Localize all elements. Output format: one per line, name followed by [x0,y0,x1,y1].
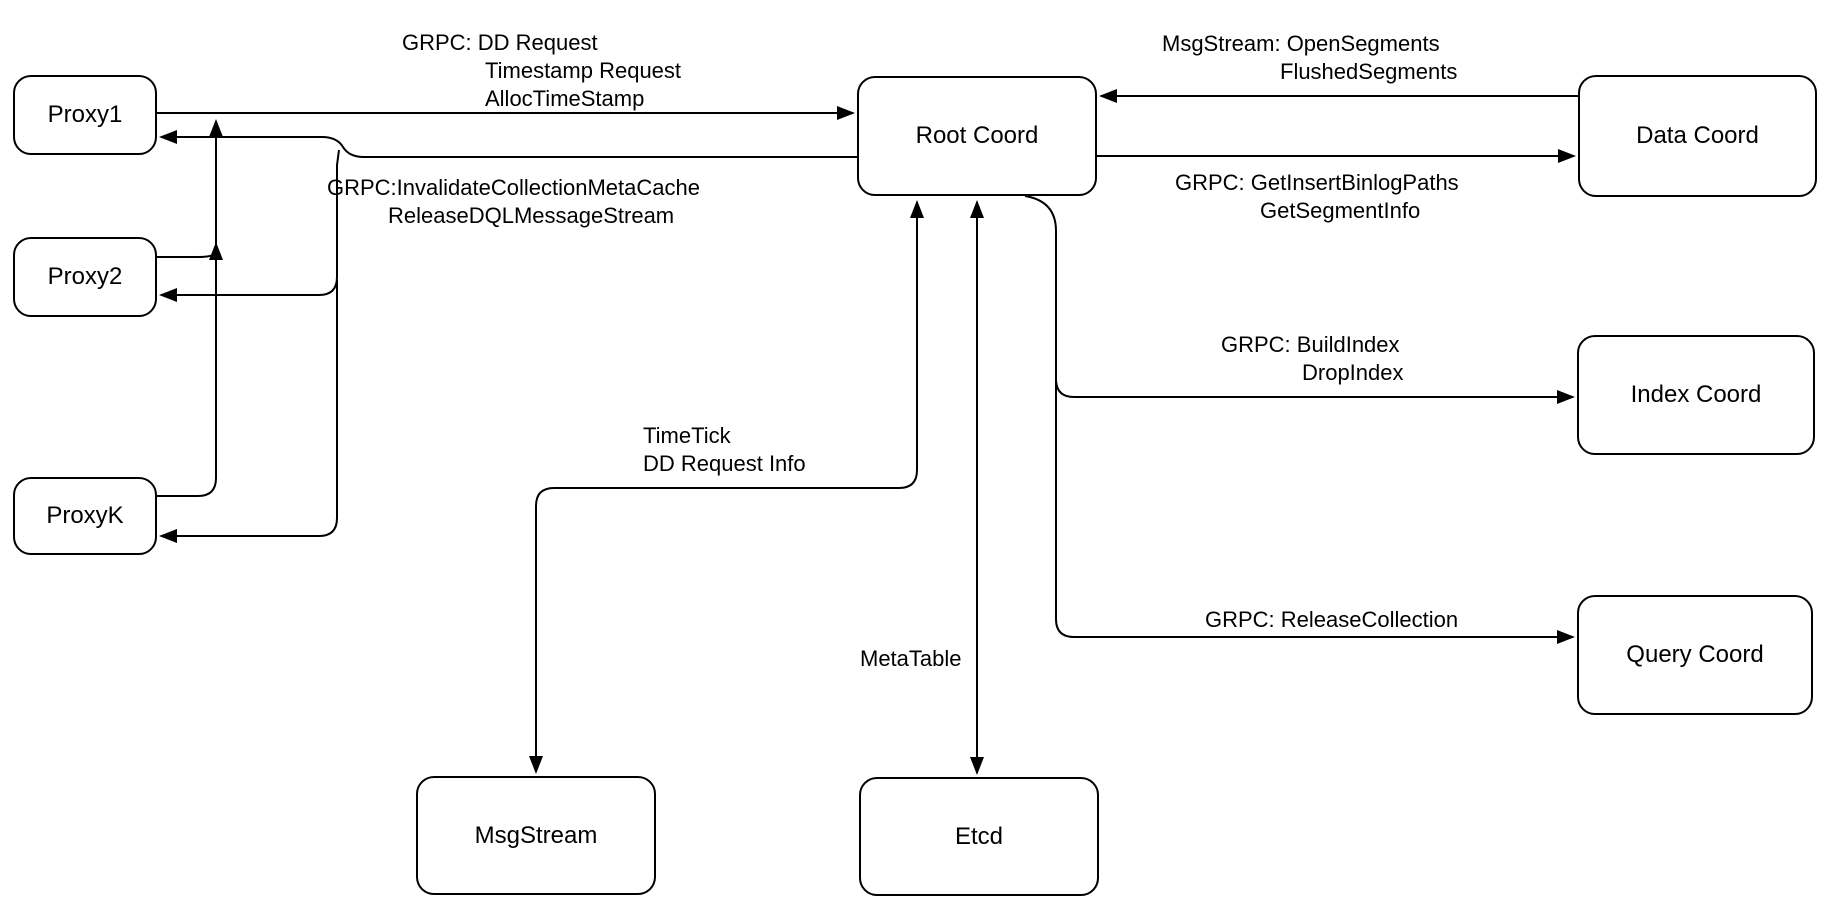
edge-label-line: DD Request Info [643,451,806,476]
edge-label-proxy-to-root: GRPC: DD Request Timestamp Request Alloc… [402,29,681,113]
edge-rootcoord-to-proxy2 [159,149,340,302]
edge-rootcoord-to-proxy1 [159,130,857,158]
edge-label-line: GRPC: ReleaseCollection [1205,607,1459,632]
node-index-coord-label: Index Coord [1630,381,1762,408]
edge-label-root-to-etcd: MetaTable [860,645,962,673]
node-root-coord-label: Root Coord [915,122,1039,149]
node-proxy1: Proxy1 [13,75,157,155]
node-root-coord: Root Coord [857,76,1097,196]
node-proxy2-label: Proxy2 [47,263,123,290]
node-msgstream-label: MsgStream [474,821,598,849]
edge-label-line: AllocTimeStamp [485,86,645,111]
node-query-coord-label: Query Coord [1626,641,1764,668]
node-proxyk: ProxyK [13,477,157,555]
node-etcd: Etcd [859,777,1099,896]
edge-rootcoord-to-msgstream [529,469,918,774]
node-proxyk-label: ProxyK [46,502,124,529]
edge-label-root-to-query: GRPC: ReleaseCollection [1205,606,1458,634]
edge-label-line: GRPC: GetInsertBinlogPaths [1175,170,1459,195]
edge-label-line: Timestamp Request [485,58,682,83]
edge-label-root-to-proxies: GRPC:InvalidateCollectionMetaCache Relea… [327,174,700,230]
node-index-coord: Index Coord [1577,335,1815,455]
node-proxy2: Proxy2 [13,237,157,317]
edge-label-line: GRPC: BuildIndex [1221,332,1400,357]
edge-label-root-to-msgstream: TimeTick DD Request Info [643,422,806,478]
edge-label-line: GRPC:InvalidateCollectionMetaCache [327,175,700,200]
edge-label-root-to-data: GRPC: GetInsertBinlogPaths GetSegmentInf… [1175,169,1459,225]
edge-rootcoord-to-querycoord [1024,195,1575,644]
edge-proxyk-merge-up [157,119,223,497]
edge-label-line: MsgStream: OpenSegments [1162,31,1440,56]
edge-label-line: ReleaseDQLMessageStream [388,203,675,228]
node-etcd-label: Etcd [954,822,1004,850]
edge-label-line: GRPC: DD Request [402,30,598,55]
node-data-coord-label: Data Coord [1636,122,1759,149]
edge-label-root-to-index: GRPC: BuildIndex DropIndex [1221,331,1404,387]
edge-label-data-to-root: MsgStream: OpenSegments FlushedSegments [1162,30,1457,86]
node-query-coord: Query Coord [1577,595,1813,715]
node-data-coord: Data Coord [1578,75,1817,197]
edge-label-line: MetaTable [860,646,962,671]
node-msgstream: MsgStream [416,776,656,895]
node-proxy1-label: Proxy1 [47,101,123,128]
edge-label-line: GetSegmentInfo [1260,198,1421,223]
edge-rootcoord-to-indexcoord [1055,378,1575,404]
edge-label-line: DropIndex [1302,360,1404,385]
edge-label-line: TimeTick [643,423,731,448]
edge-label-line: FlushedSegments [1280,59,1458,84]
edge-proxy2-merge-up [157,242,223,260]
edge-rootcoord-to-proxyk [159,280,338,543]
